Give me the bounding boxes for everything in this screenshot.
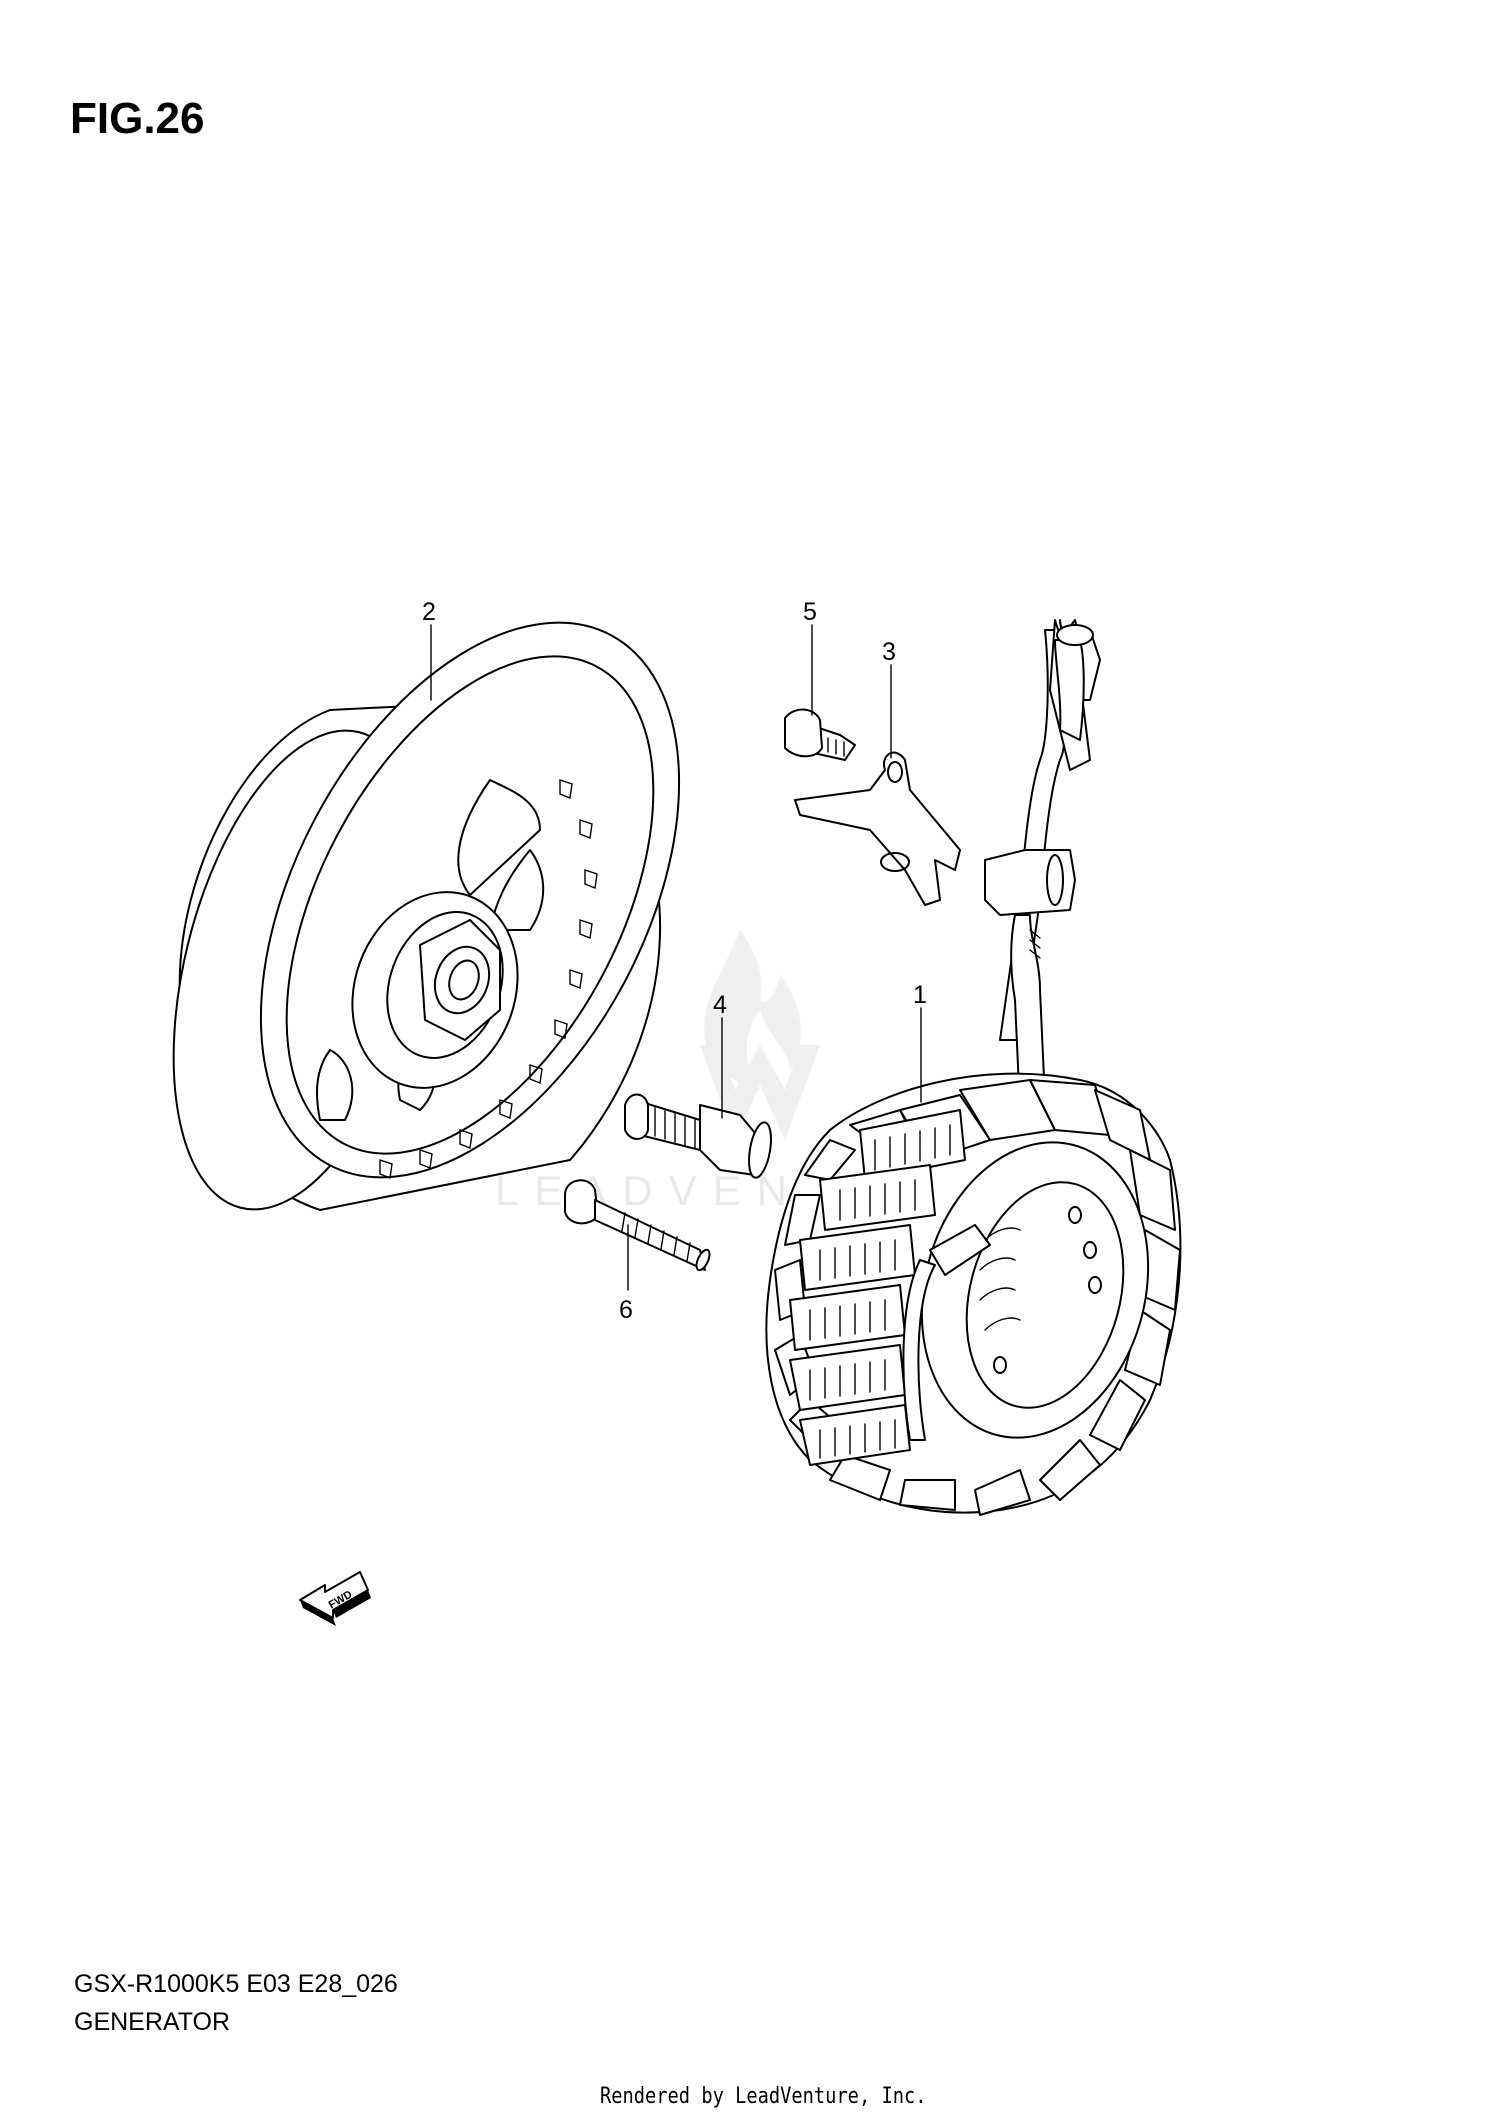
part-clamp-plate [794,751,961,906]
fwd-arrow-icon: FWD [299,1571,371,1626]
part-rotor [172,621,681,1211]
part-stator [765,619,1182,1516]
callout-1: 1 [913,981,927,1009]
leader-lines [430,624,922,1291]
watermark-flame-icon [704,930,801,1090]
part-long-bolt [564,1179,711,1272]
callout-3: 3 [882,638,896,666]
callout-4: 4 [713,991,727,1019]
callout-5: 5 [803,598,817,626]
callout-6: 6 [619,1296,633,1324]
figure-title: FIG.26 [70,94,205,143]
section-name: GENERATOR [74,2008,231,2036]
part-flange-bolt [624,1093,772,1179]
model-code: GSX-R1000K5 E03 E28_026 [74,1970,398,1998]
callout-2: 2 [422,598,436,626]
part-bolt-small [784,708,856,761]
render-credit: Rendered by LeadVenture, Inc. [600,2084,927,2109]
